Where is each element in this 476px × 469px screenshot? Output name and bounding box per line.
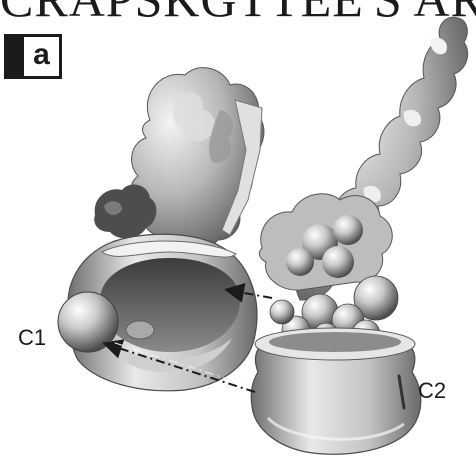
c1-structure xyxy=(58,68,264,391)
label-c2: C2 xyxy=(418,378,446,404)
label-c1: C1 xyxy=(18,325,46,351)
